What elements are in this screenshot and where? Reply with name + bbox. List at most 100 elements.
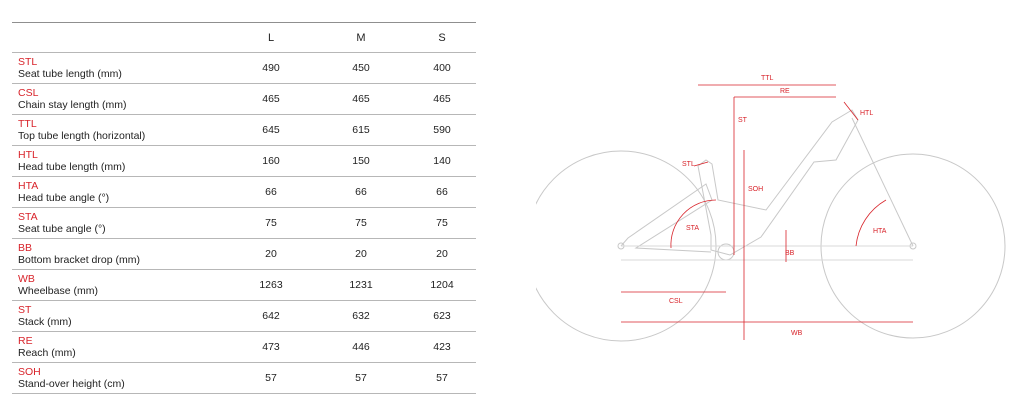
row-code: ST <box>18 304 32 316</box>
row-value-s: 57 <box>408 362 476 394</box>
row-value-l: 645 <box>228 114 314 146</box>
row-code: STA <box>18 211 38 223</box>
row-value-m: 66 <box>314 176 408 208</box>
header-empty-cell <box>12 22 228 53</box>
sta-arc <box>670 199 717 249</box>
row-description: Top tube length (horizontal) <box>18 130 146 142</box>
row-value-s: 423 <box>408 331 476 363</box>
row-value-s: 1204 <box>408 269 476 301</box>
stl-label: STL <box>682 161 695 168</box>
bike-geometry-diagram: TTL RE ST HTL STL SOH STA HTA BB CSL WB <box>536 75 1006 342</box>
row-value-m: 150 <box>314 145 408 177</box>
row-value-s: 623 <box>408 300 476 332</box>
csl-label: CSL <box>669 298 683 305</box>
hta-arc <box>855 199 887 247</box>
header-size-s: S <box>408 22 476 53</box>
soh-label: SOH <box>748 186 763 193</box>
row-code: TTL <box>18 118 37 130</box>
row-value-s: 400 <box>408 52 476 84</box>
row-description: Seat tube angle (°) <box>18 223 106 235</box>
bike-frame <box>697 109 859 256</box>
fork <box>851 117 914 247</box>
row-value-s: 465 <box>408 83 476 115</box>
row-description: Bottom bracket drop (mm) <box>18 254 140 266</box>
row-value-m: 615 <box>314 114 408 146</box>
row-value-m: 465 <box>314 83 408 115</box>
row-code: SOH <box>18 366 41 378</box>
row-description: Wheelbase (mm) <box>18 285 98 297</box>
row-value-l: 1263 <box>228 269 314 301</box>
row-value-l: 473 <box>228 331 314 363</box>
row-description: Stand-over height (cm) <box>18 378 125 390</box>
row-code: HTA <box>18 180 39 192</box>
row-value-s: 140 <box>408 145 476 177</box>
header-size-m: M <box>314 22 408 53</box>
bb-label: BB <box>785 250 795 257</box>
row-code: CSL <box>18 87 39 99</box>
row-description: Stack (mm) <box>18 316 72 328</box>
row-value-s: 66 <box>408 176 476 208</box>
row-value-s: 75 <box>408 207 476 239</box>
row-value-l: 160 <box>228 145 314 177</box>
row-code: HTL <box>18 149 38 161</box>
sta-label: STA <box>686 225 699 232</box>
row-value-l: 66 <box>228 176 314 208</box>
row-code: BB <box>18 242 33 254</box>
row-code: RE <box>18 335 33 347</box>
wb-label: WB <box>791 330 803 337</box>
ttl-label: TTL <box>761 75 774 82</box>
stl-dimension <box>693 161 709 167</box>
row-code: STL <box>18 56 38 68</box>
row-value-s: 590 <box>408 114 476 146</box>
header-size-l: L <box>228 22 314 53</box>
htl-dimension <box>843 101 859 121</box>
st-label: ST <box>738 117 748 124</box>
row-value-m: 75 <box>314 207 408 239</box>
row-value-m: 632 <box>314 300 408 332</box>
row-value-m: 446 <box>314 331 408 363</box>
table-header-row: L M S <box>12 22 476 53</box>
hta-label: HTA <box>873 228 887 235</box>
row-value-l: 465 <box>228 83 314 115</box>
row-value-l: 75 <box>228 207 314 239</box>
row-description: Chain stay length (mm) <box>18 99 127 111</box>
row-value-m: 1231 <box>314 269 408 301</box>
row-description: Head tube length (mm) <box>18 161 126 173</box>
row-description: Seat tube length (mm) <box>18 68 122 80</box>
row-value-l: 642 <box>228 300 314 332</box>
row-value-m: 57 <box>314 362 408 394</box>
re-label: RE <box>780 88 790 95</box>
row-value-s: 20 <box>408 238 476 270</box>
row-value-m: 450 <box>314 52 408 84</box>
htl-label: HTL <box>860 110 873 117</box>
row-value-l: 20 <box>228 238 314 270</box>
row-value-l: 57 <box>228 362 314 394</box>
row-code: WB <box>18 273 35 285</box>
row-value-l: 490 <box>228 52 314 84</box>
row-description: Reach (mm) <box>18 347 76 359</box>
rear-triangle <box>620 183 713 253</box>
